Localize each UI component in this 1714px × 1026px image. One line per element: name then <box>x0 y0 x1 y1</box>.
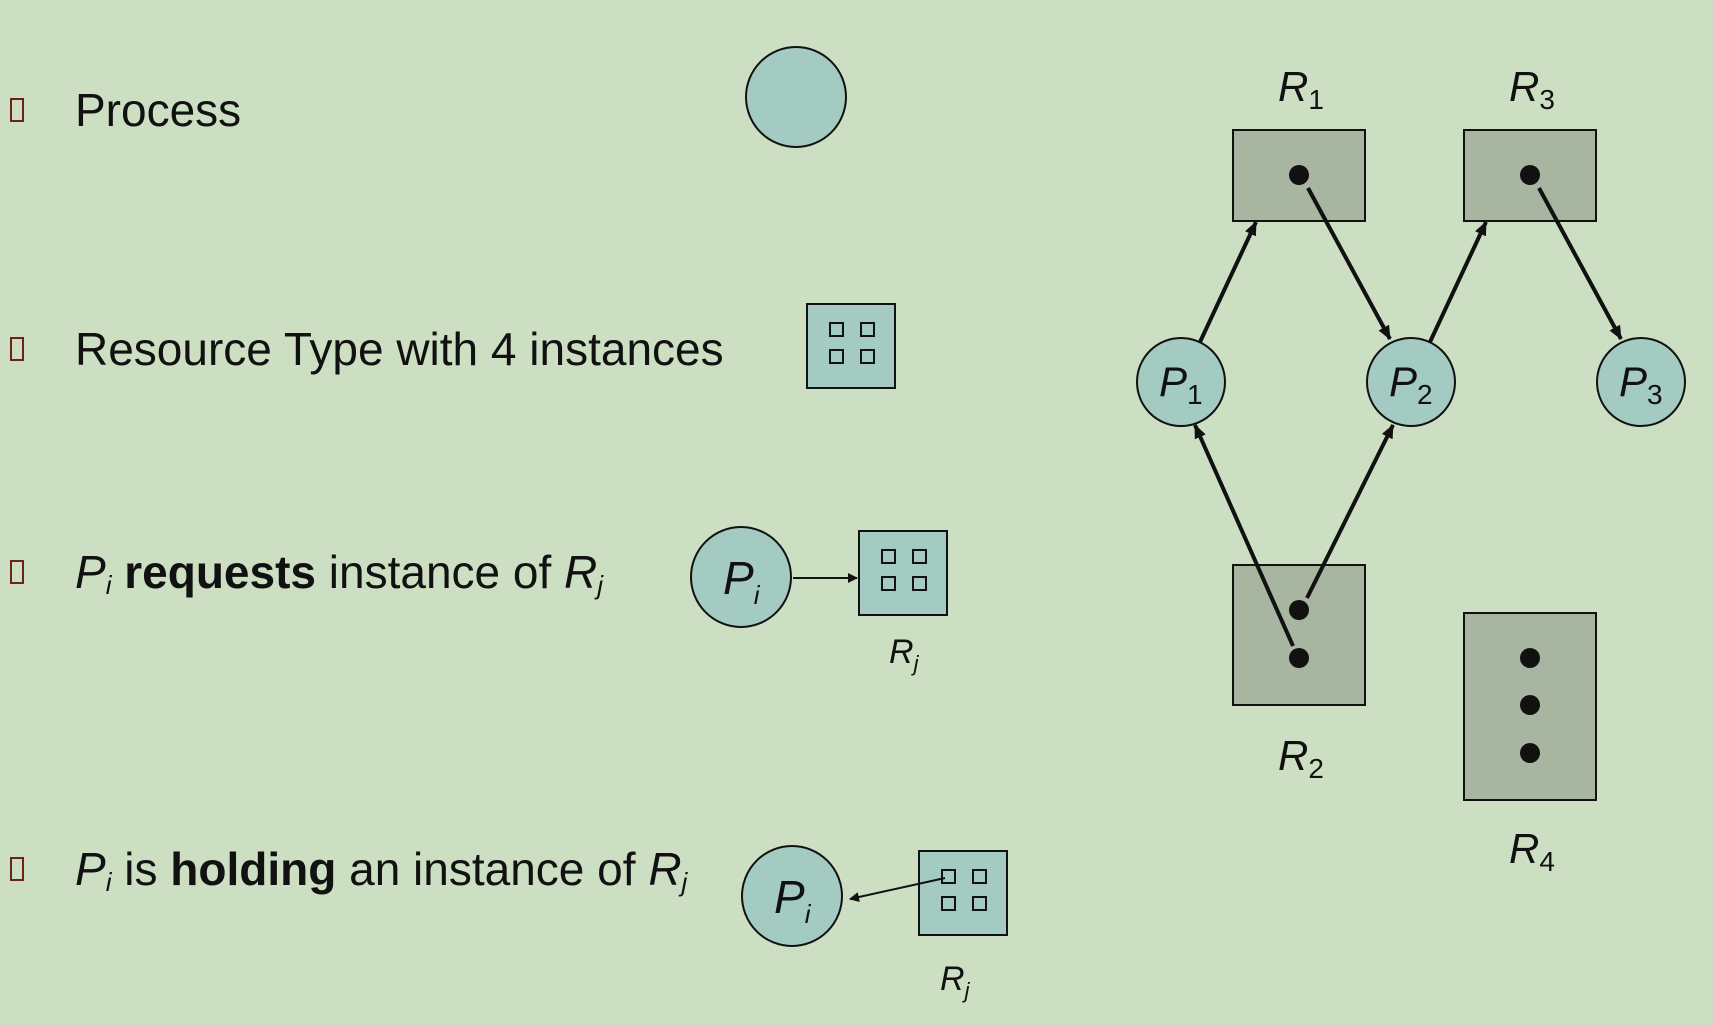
edge-r1-p2 <box>1306 187 1392 340</box>
svg-text:Pi: Pi <box>723 552 761 610</box>
r2-main-label: R <box>1278 732 1308 779</box>
edge-r2-p1 <box>1193 424 1295 647</box>
p2-sub-label: 2 <box>1417 379 1433 410</box>
process-p1 <box>1136 337 1226 427</box>
p1-main-label: P <box>1159 358 1187 405</box>
process-main-label: P <box>774 871 805 923</box>
p3-sub-label: 3 <box>1647 379 1663 410</box>
process-sub-label: i <box>754 580 761 610</box>
svg-text:P1: P1 <box>1159 358 1203 410</box>
edge-r3-p3 <box>1537 187 1623 340</box>
svg-text:R1: R1 <box>1278 63 1324 115</box>
requests-keyword: requests <box>124 546 316 598</box>
resource-r2 <box>1232 564 1366 706</box>
holding-example: Pi Rj <box>741 845 1008 1003</box>
holding-rest: an instance of <box>349 843 636 895</box>
r3-sub-label: 3 <box>1539 84 1555 115</box>
r1-main-label: R <box>1278 63 1308 110</box>
resource-main-label: R <box>889 633 914 671</box>
resource-four-instances-icon <box>806 303 896 389</box>
holding-label: Pi is holding an instance of Rj <box>75 846 687 895</box>
bullet-icon <box>10 98 24 122</box>
resource-sub-label: j <box>911 651 920 676</box>
resource-subscript: j <box>597 570 604 600</box>
process-circle-icon <box>690 526 792 628</box>
process-p3 <box>1596 337 1686 427</box>
process-symbol: P <box>75 546 106 598</box>
svg-text:Rj: Rj <box>940 960 971 1003</box>
svg-text:R3: R3 <box>1509 63 1555 115</box>
request-rest: instance of <box>328 546 552 598</box>
instance-dot <box>1289 165 1309 185</box>
bullet-icon <box>10 857 24 881</box>
svg-text:P2: P2 <box>1389 358 1433 410</box>
process-main-label: P <box>723 552 754 604</box>
edge-p2-r3 <box>1428 221 1488 343</box>
instance-dot <box>1520 695 1540 715</box>
holding-pre: is <box>124 843 158 895</box>
instance-dot <box>1289 648 1309 668</box>
r1-sub-label: 1 <box>1308 84 1324 115</box>
resource-subscript: j <box>681 867 688 897</box>
holding-arrow <box>849 877 946 902</box>
process-circle-icon <box>741 845 843 947</box>
process-subscript: i <box>105 867 112 897</box>
instance-dot <box>1520 648 1540 668</box>
resource-main-label: R <box>940 960 965 998</box>
edge-p1-r1 <box>1198 221 1258 343</box>
process-sub-label: i <box>805 899 812 929</box>
instance-dot <box>1520 165 1540 185</box>
r3-main-label: R <box>1509 63 1539 110</box>
instance-dot <box>1520 743 1540 763</box>
resource-symbol: R <box>564 546 598 598</box>
p3-main-label: P <box>1619 358 1647 405</box>
resource-symbol: R <box>648 843 682 895</box>
r4-main-label: R <box>1509 825 1539 872</box>
svg-text:R4: R4 <box>1509 825 1555 877</box>
request-label: Pi requests instance of Rj <box>75 549 603 598</box>
bullet-icon <box>10 337 24 361</box>
process-circle-icon <box>745 46 847 148</box>
instance-dot <box>1289 600 1309 620</box>
resource-sub-label: j <box>962 978 971 1003</box>
p1-sub-label: 1 <box>1187 379 1203 410</box>
process-p2 <box>1366 337 1456 427</box>
r2-sub-label: 2 <box>1308 753 1324 784</box>
holding-keyword: holding <box>170 843 337 895</box>
svg-text:R2: R2 <box>1278 732 1324 784</box>
svg-text:P3: P3 <box>1619 358 1663 410</box>
resource-type-label: Resource Type with 4 instances <box>75 323 724 375</box>
svg-text:Pi: Pi <box>774 871 812 929</box>
allocation-graph: P1 P2 P3 R1 R3 R2 R4 <box>1136 63 1686 877</box>
r4-sub-label: 4 <box>1539 846 1555 877</box>
process-label: Process <box>75 84 242 136</box>
process-subscript: i <box>105 570 112 600</box>
request-example: Pi Rj <box>690 526 948 676</box>
bullet-icon <box>10 560 24 584</box>
p2-main-label: P <box>1389 358 1417 405</box>
svg-text:Rj: Rj <box>889 633 920 676</box>
process-symbol: P <box>75 843 106 895</box>
edge-r2-p2 <box>1305 424 1395 599</box>
